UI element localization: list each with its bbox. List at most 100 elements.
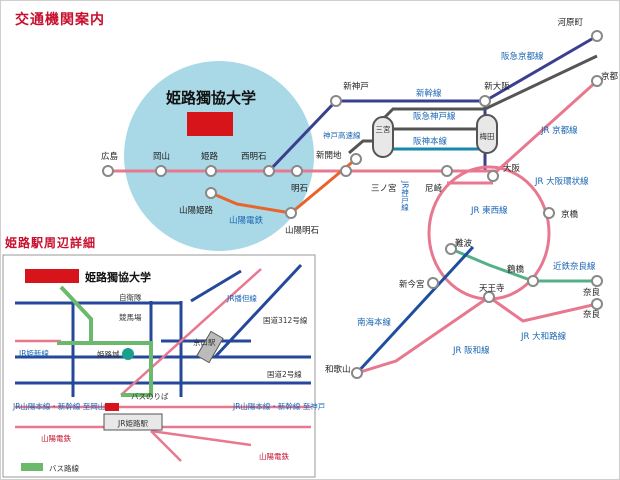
station-hiroshima[interactable] — [102, 165, 114, 177]
detail-jr-east: JR山陽本線・新幹線 至神戸 — [232, 401, 326, 411]
station-sanyo-himeji[interactable] — [205, 187, 217, 199]
station-shinkobe[interactable] — [330, 95, 342, 107]
detail-kishin: JR姫新線 — [18, 348, 49, 358]
station-wakayama[interactable] — [351, 367, 363, 379]
label-line-hankyu-kyoto: 阪急京都線 — [501, 51, 544, 62]
legend-swatch — [21, 463, 43, 471]
label-shinkobe: 新神戸 — [343, 81, 369, 92]
station-tennoji[interactable] — [483, 291, 495, 303]
line-kintetsu — [450, 247, 597, 283]
detail-sanyo-east: 山陽電鉄 — [259, 451, 289, 461]
campus-name: 姫路獨協大学 — [166, 89, 256, 107]
station-osaka[interactable] — [487, 170, 499, 182]
station-kyoto[interactable] — [591, 75, 603, 87]
label-nara-kintetsu: 奈良 — [583, 287, 601, 298]
station-himeji[interactable] — [205, 165, 217, 177]
label-shinimamiya: 新今宮 — [399, 279, 425, 290]
station-nara-jr[interactable] — [591, 298, 603, 310]
umeda-label: 梅田 — [480, 131, 495, 141]
sannomiya-transfer — [372, 116, 394, 158]
label-nara-jr: 奈良 — [583, 309, 601, 320]
label-himeji: 姫路 — [201, 151, 219, 162]
label-kyobashi: 京橋 — [561, 209, 579, 220]
line-jr-yamatoji — [488, 295, 598, 323]
detail-station: JR姫路駅 — [117, 418, 148, 428]
label-kyoto: 京都 — [601, 71, 619, 82]
station-sannomiya-jr[interactable] — [340, 165, 352, 177]
detail-route2: 国道2号線 — [267, 369, 302, 379]
line-jr-hanwa — [356, 295, 490, 375]
label-akashi: 明石 — [291, 184, 308, 194]
detail-bantan: JR播但線 — [226, 293, 257, 303]
label-sannomiya-jr: 三ノ宮 — [371, 183, 397, 194]
kyoguchi-station-block — [196, 330, 224, 364]
detail-campus-name: 姫路獨協大学 — [85, 270, 151, 284]
station-kawaramachi[interactable] — [591, 30, 603, 42]
station-okayama[interactable] — [155, 165, 167, 177]
label-line-jr-hanwa: JR 阪和線 — [452, 345, 490, 356]
label-line-hanshin: 阪神本線 — [413, 136, 448, 147]
label-amagasaki: 尼崎 — [425, 183, 443, 194]
detail-bus-route — [57, 285, 153, 397]
station-tsuruhashi[interactable] — [527, 275, 539, 287]
detail-bus-stop: バスのりば — [131, 392, 169, 401]
himeji-castle-marker — [122, 348, 134, 360]
line-sanyo — [210, 157, 357, 215]
detail-keibajo: 競馬場 — [119, 312, 142, 322]
label-line-kobe-kosoku: 神戸高速線 — [323, 130, 361, 140]
jr-himeji-station-block — [103, 413, 163, 431]
station-markers — [102, 30, 603, 379]
station-nishiakashi[interactable] — [263, 165, 275, 177]
label-line-jr-kobe: JR神戸線 — [400, 180, 409, 211]
bus-stop-marker — [105, 403, 119, 411]
station-nara-kintetsu[interactable] — [591, 275, 603, 287]
station-amagasaki[interactable] — [441, 165, 453, 177]
station-shinimamiya[interactable] — [427, 277, 439, 289]
label-tsuruhashi: 鶴橋 — [507, 264, 525, 275]
detail-himejijo: 姫路城 — [97, 349, 120, 359]
detail-jieitai: 自衛隊 — [119, 292, 142, 302]
label-wakayama: 和歌山 — [325, 364, 351, 375]
label-sanyo-himeji: 山陽姫路 — [179, 205, 214, 216]
umeda-transfer — [476, 114, 498, 154]
station-namba[interactable] — [445, 243, 457, 255]
label-line-shinkansen: 新幹線 — [416, 88, 442, 99]
detail-kyokuchi: 京口駅 — [193, 337, 216, 347]
station-shinosaka[interactable] — [479, 95, 491, 107]
label-line-jr-tozai: JR 東西線 — [470, 205, 508, 216]
label-line-jr-kyoto: JR 京都線 — [540, 125, 578, 136]
label-line-kintetsu: 近鉄奈良線 — [553, 261, 596, 272]
label-shinkaichi: 新開地 — [316, 150, 342, 161]
label-kawaramachi: 河原町 — [557, 17, 583, 28]
detail-jr-west: JR山陽本線・新幹線 至岡山 — [12, 401, 105, 411]
line-nankai — [355, 245, 475, 375]
label-sanyo-akashi: 山陽明石 — [285, 225, 319, 236]
station-kyobashi[interactable] — [543, 207, 555, 219]
station-akashi[interactable] — [291, 165, 303, 177]
station-sanyo-akashi[interactable] — [285, 207, 297, 219]
detail-heading: 姫路駅周辺詳細 — [5, 235, 96, 250]
station-labels: 河原町 新神戸 新大阪 京都 広島 岡山 姫路 西明石 明石 山陽姫路 山陽明石… — [101, 17, 619, 375]
label-osaka: 大阪 — [503, 163, 521, 174]
campus-marker — [187, 112, 233, 136]
label-okayama: 岡山 — [153, 151, 170, 162]
detail-sanyo-west: 山陽電鉄 — [41, 433, 71, 443]
label-nishiakashi: 西明石 — [241, 152, 267, 162]
detail-jr-lines — [15, 268, 311, 462]
page-title: 交通機関案内 — [15, 11, 105, 28]
label-hiroshima: 広島 — [101, 151, 119, 162]
label-shinosaka: 新大阪 — [484, 81, 510, 92]
detail-campus-marker — [25, 269, 79, 283]
label-line-sanyo: 山陽電鉄 — [229, 215, 264, 226]
label-line-hankyu-kobe: 阪急神戸線 — [413, 111, 456, 122]
label-namba: 難波 — [455, 238, 473, 249]
campus-area — [124, 61, 314, 251]
detail-labels: 自衛隊 競馬場 JR播但線 国道312号線 京口駅 JR姫新線 姫路城 国道2号… — [12, 292, 326, 461]
line-labels: 新幹線 阪急京都線 阪急神戸線 阪神本線 神戸高速線 JR 京都線 JR 大阪環… — [229, 51, 596, 356]
line-hankyu-kyoto — [381, 54, 598, 121]
station-shinkaichi[interactable] — [350, 153, 362, 165]
label-line-jr-yamatoji: JR 大和路線 — [520, 331, 567, 342]
legend-label: バス路線 — [49, 463, 79, 473]
